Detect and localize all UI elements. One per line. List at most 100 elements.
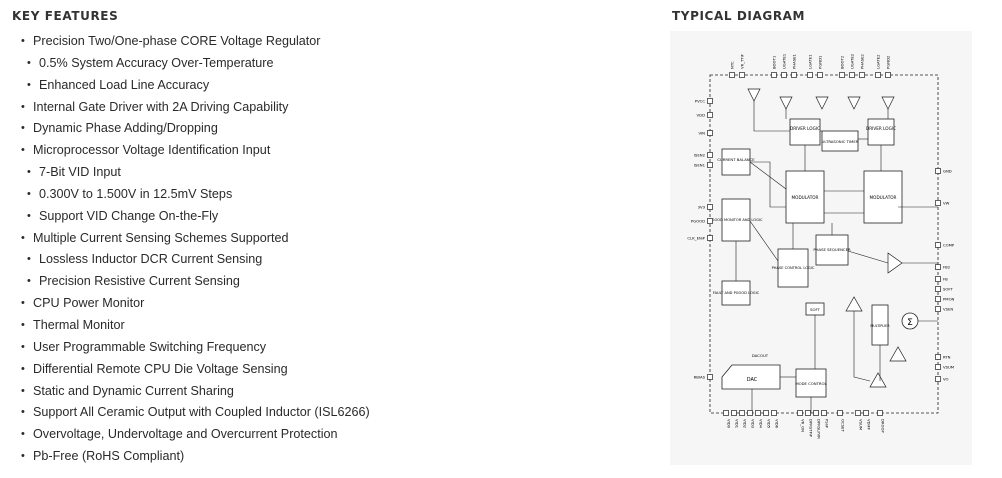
feature-item: •Multiple Current Sensing Schemes Suppor…: [0, 229, 370, 251]
pin-box: [797, 410, 803, 416]
key-features-heading: KEY FEATURES: [12, 9, 119, 23]
feature-text: Precision Two/One-phase CORE Voltage Reg…: [33, 34, 321, 48]
feature-text: 7-Bit VID Input: [39, 165, 121, 180]
pin-label: RBIAS: [694, 374, 706, 379]
feature-text: User Programmable Switching Frequency: [33, 339, 267, 354]
block-diagram-svg: DRIVER LOGIC DRIVER LOGIC ULTRASONIC TIM…: [687, 53, 955, 439]
pin-box: [707, 162, 713, 168]
bullet-icon: •: [21, 100, 25, 113]
pin-label: LGATE2: [876, 54, 881, 69]
bullet-icon: •: [27, 166, 31, 179]
feature-item: • 0.5% System Accuracy Over-Temperature: [0, 54, 370, 76]
pgood-monitor-block: [721, 198, 751, 242]
fault-logic-label: FAULT AND PGOOD LOGIC: [713, 291, 760, 295]
driver-logic-2-block: [867, 118, 895, 146]
pin-box: [707, 152, 713, 158]
feature-text: Differential Remote CPU Die Voltage Sens…: [33, 361, 288, 376]
feature-text: 0.5% System Accuracy Over-Temperature: [39, 55, 274, 70]
feature-item: •Precision Resistive Current Sensing: [0, 272, 370, 294]
feature-text: Internal Gate Driver with 2A Driving Cap…: [33, 99, 289, 114]
pin-box: [771, 72, 777, 78]
feature-item: •Precision Two/One-phase CORE Voltage Re…: [0, 32, 370, 54]
error-amp: [887, 252, 903, 274]
pin-box: [707, 235, 713, 241]
lower-driver-2: [881, 96, 895, 110]
bullet-icon: •: [21, 428, 25, 441]
upper-driver-1: [779, 96, 793, 110]
bullet-icon: •: [21, 122, 25, 135]
pin-label: FB2: [943, 264, 951, 269]
driver-logic-1-block: [789, 118, 821, 146]
pin-box: [707, 98, 713, 104]
pin-box: [935, 296, 941, 302]
pin-label: RTN: [943, 354, 951, 359]
feature-text: Support All Ceramic Output with Coupled …: [33, 405, 370, 420]
mode-control-block: [795, 368, 827, 398]
lower-driver-1: [815, 96, 829, 110]
pin-box: [837, 410, 843, 416]
pin-box: [849, 72, 855, 78]
pin-box: [935, 168, 941, 174]
droop-amp: [869, 372, 887, 388]
feature-item: •Differential Remote CPU Die Voltage Sen…: [0, 360, 370, 382]
pin-box: [935, 364, 941, 370]
pin-label: DROOP: [881, 419, 886, 434]
vsen-amp: [889, 346, 907, 362]
pin-label: VID0: [727, 419, 732, 429]
pin-box: [781, 72, 787, 78]
pin-label: PHASE1: [792, 53, 797, 69]
pin-box: [707, 130, 713, 136]
pin-box: [935, 200, 941, 206]
internal-wiring: [735, 101, 938, 413]
pin-label: ISEN1: [694, 162, 706, 167]
pin-label: PGOOD: [691, 218, 705, 223]
pin-box: [729, 72, 735, 78]
upper-driver-2: [847, 96, 861, 110]
pin-box: [935, 354, 941, 360]
pin-box: [747, 410, 753, 416]
current-balance-block: [721, 148, 751, 176]
pin-box: [863, 410, 869, 416]
modulator-2-label: MODULATOR: [870, 195, 897, 200]
feature-item: •Microprocessor Voltage Identification I…: [0, 141, 370, 163]
feature-item: •Static and Dynamic Current Sharing: [0, 382, 370, 404]
pin-label: COMP: [943, 242, 955, 247]
pin-box: [935, 242, 941, 248]
feature-item: •Overvoltage, Undervoltage and Overcurre…: [0, 425, 370, 447]
pin-label: VID6: [775, 419, 780, 429]
pin-box: [791, 72, 797, 78]
pin-label: OCSET: [841, 419, 846, 432]
pin-label: VSEN: [943, 306, 953, 311]
feature-text: Static and Dynamic Current Sharing: [33, 383, 234, 398]
pin-label: VDIFF: [867, 419, 872, 430]
pin-label: ISEN2: [694, 152, 706, 157]
bullet-icon: •: [27, 56, 31, 69]
pin-box: [813, 410, 819, 416]
feature-text: Enhanced Load Line Accuracy: [39, 77, 210, 92]
pin-label: DPRSLPVR: [817, 419, 822, 439]
feature-text: Support VID Change On-the-Fly: [39, 208, 219, 223]
pin-label: BOOT1: [772, 55, 777, 69]
feature-item: •Enhanced Load Line Accuracy: [0, 76, 370, 98]
pin-label: VDD: [697, 112, 706, 117]
pin-label: VR_TT#: [740, 54, 745, 69]
pgood-monitor-label: PGOOD MONITOR AND LOGIC: [710, 218, 763, 222]
pin-box: [707, 204, 713, 210]
phase-control-block: [777, 248, 809, 288]
pin-label: DPRSTP#: [809, 419, 814, 437]
phase-control-label: PHASE CONTROL LOGIC: [772, 266, 815, 270]
feature-text: Dynamic Phase Adding/Dropping: [33, 121, 218, 136]
feature-item: •CPU Power Monitor: [0, 294, 370, 316]
pin-label: UGATE1: [782, 53, 787, 69]
block-diagram: DRIVER LOGIC DRIVER LOGIC ULTRASONIC TIM…: [670, 31, 972, 465]
bullet-icon: •: [21, 406, 25, 419]
driver-logic-1-label: DRIVER LOGIC: [790, 126, 820, 131]
ntc-comparator: [747, 88, 761, 102]
feature-text: Pb-Free (RoHS Compliant): [33, 449, 185, 464]
pin-box: [731, 410, 737, 416]
feature-text: Microprocessor Voltage Identification In…: [33, 143, 271, 158]
